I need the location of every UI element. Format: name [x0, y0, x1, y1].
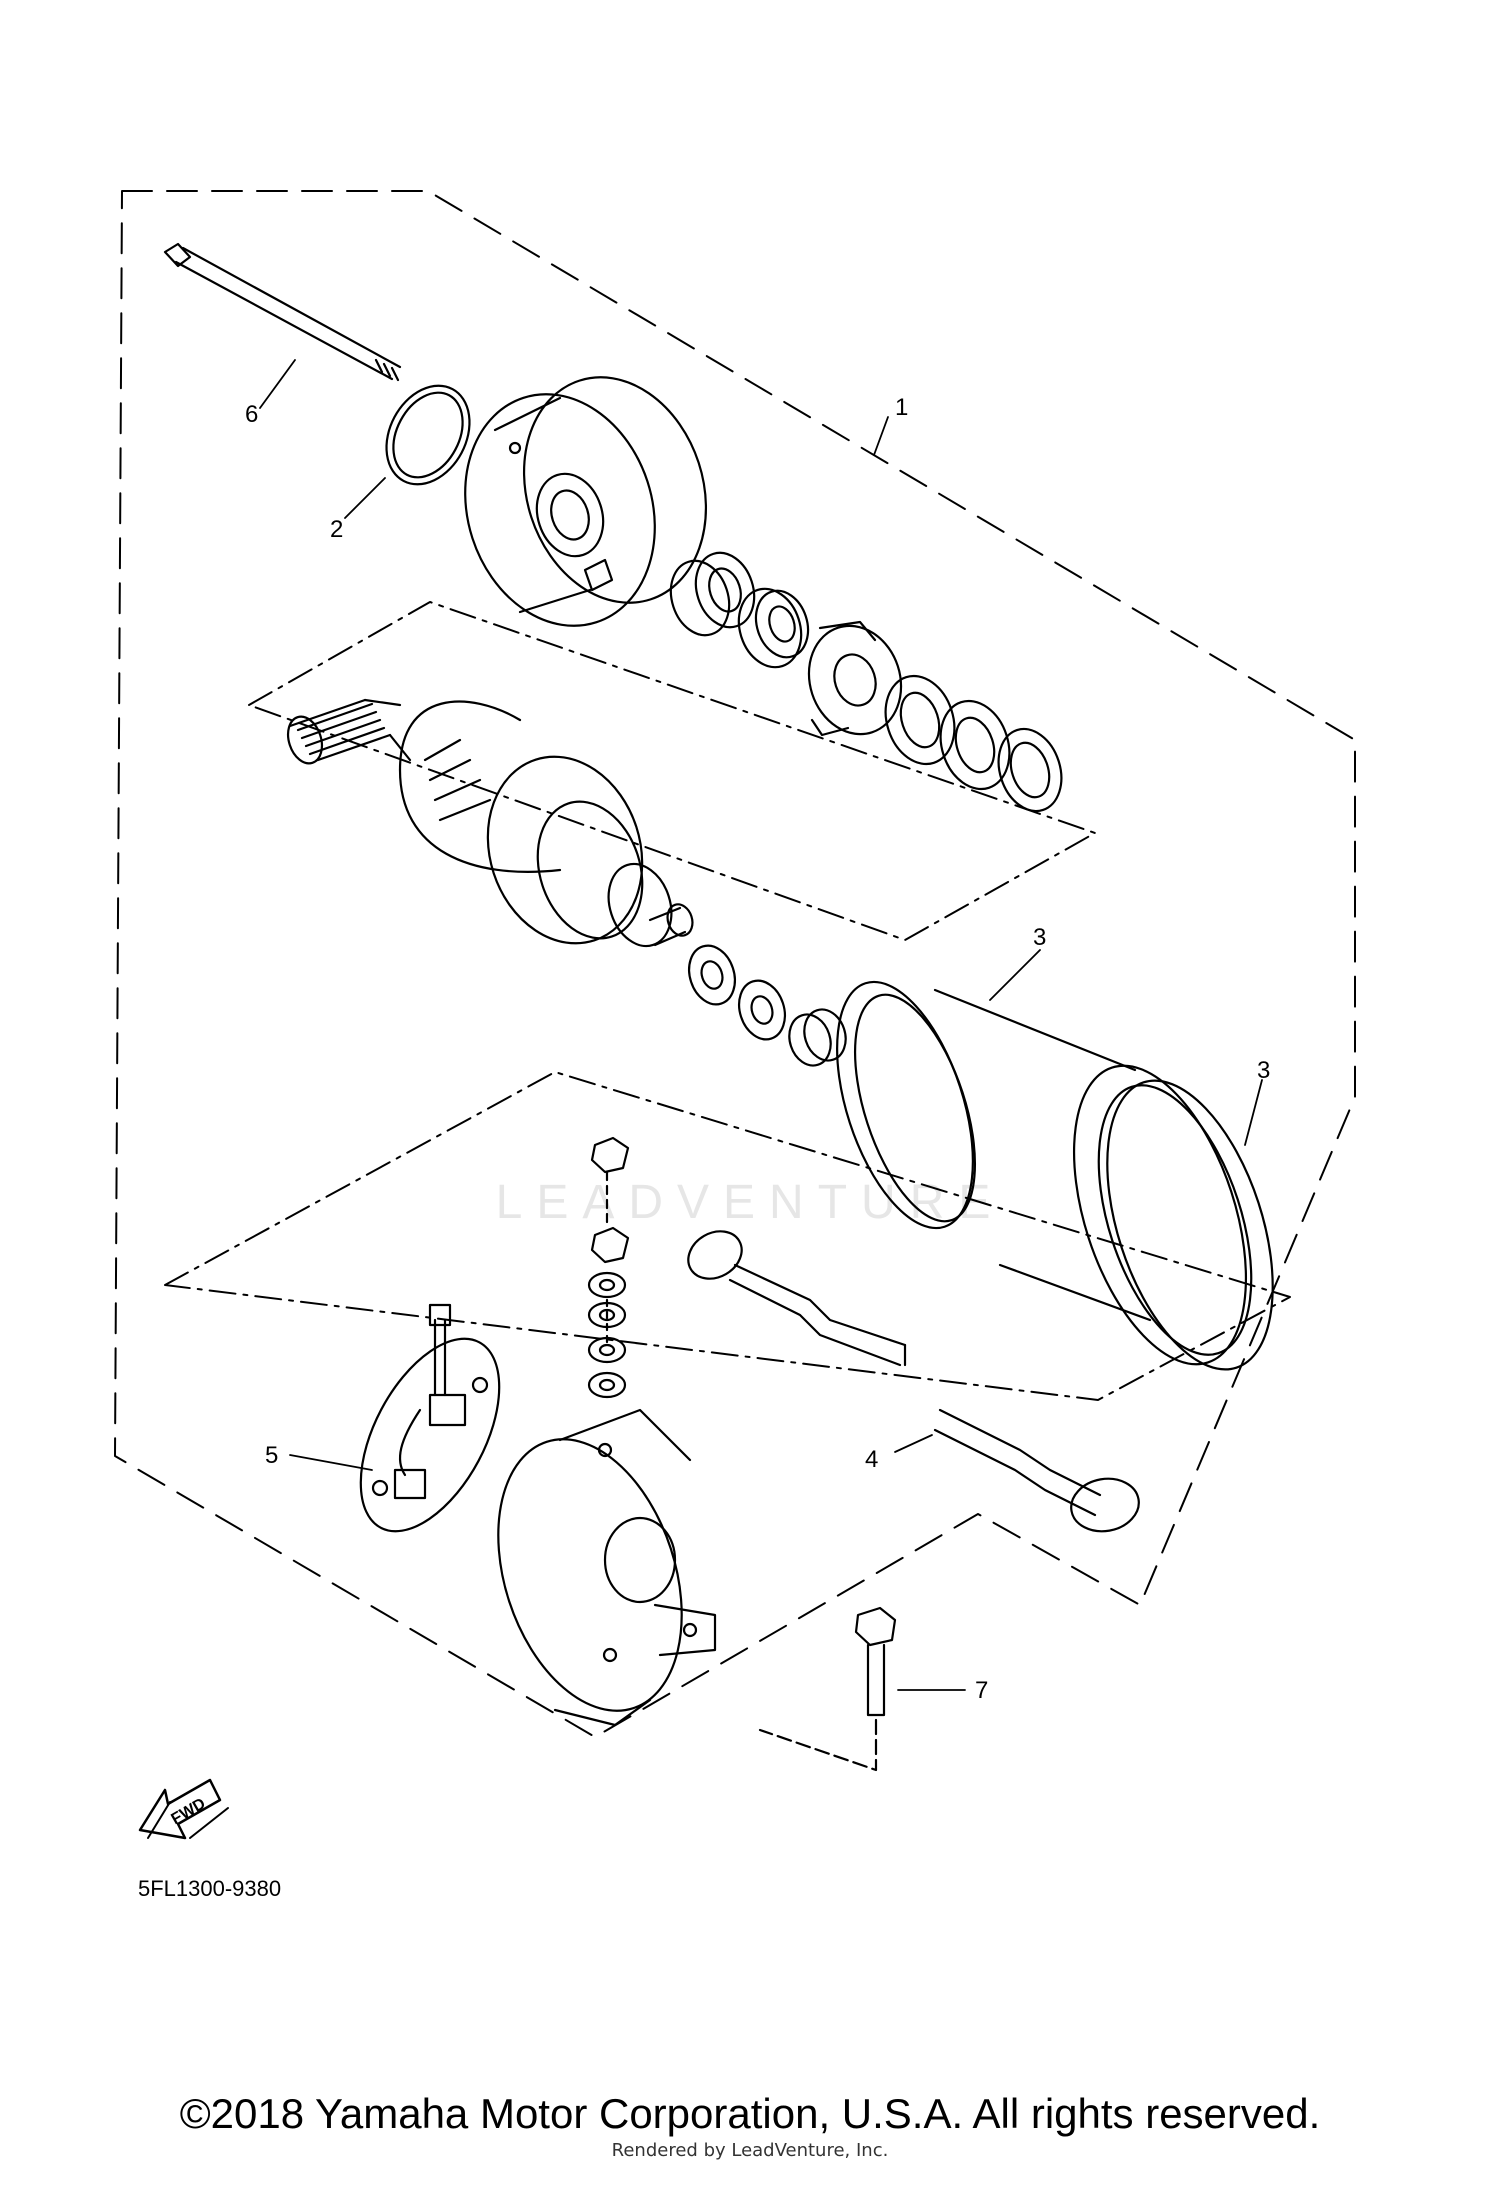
copyright-notice: ©2018 Yamaha Motor Corporation, U.S.A. A…: [179, 2090, 1321, 2137]
callout-4: 4: [865, 1446, 878, 1473]
brush-plane: [164, 1071, 1291, 1401]
armature-plane: [248, 601, 1096, 941]
callout-2: 2: [330, 516, 343, 543]
yoke-housing: [836, 980, 1274, 1371]
callout-3b: 3: [1257, 1057, 1270, 1084]
diagram-code: 5FL1300-9380: [138, 1876, 282, 1901]
terminal-hardware: [587, 1136, 630, 1399]
rendered-by-notice: Rendered by LeadVenture, Inc.: [611, 2140, 889, 2161]
needle-bearing: [669, 551, 756, 637]
armature: [286, 698, 694, 948]
callout-1: 1: [895, 394, 908, 421]
callout-6: 6: [245, 401, 258, 428]
callout-3a: 3: [1033, 924, 1046, 951]
lead-wire: [687, 1230, 1140, 1533]
callout-7: 7: [975, 1677, 988, 1704]
rear-cover: [497, 1408, 717, 1727]
fwd-arrow-icon: FWD: [138, 1778, 229, 1840]
callout-5: 5: [265, 1442, 278, 1469]
front-cover: [464, 376, 708, 627]
leadventure-watermark: LEADVENTURE: [495, 1176, 1005, 1229]
through-bolt: [163, 242, 402, 382]
lock-plate: [807, 620, 903, 737]
o-ring: [385, 384, 471, 486]
assembly-boundary: [114, 190, 1356, 1738]
washer-set-lower: [688, 944, 847, 1067]
brush-holder-plate: [359, 1303, 501, 1533]
oil-seal: [737, 587, 810, 669]
mounting-bolt: [758, 1606, 897, 1772]
leader-lines: [259, 359, 1263, 1691]
washer-set-upper: [884, 674, 1063, 813]
